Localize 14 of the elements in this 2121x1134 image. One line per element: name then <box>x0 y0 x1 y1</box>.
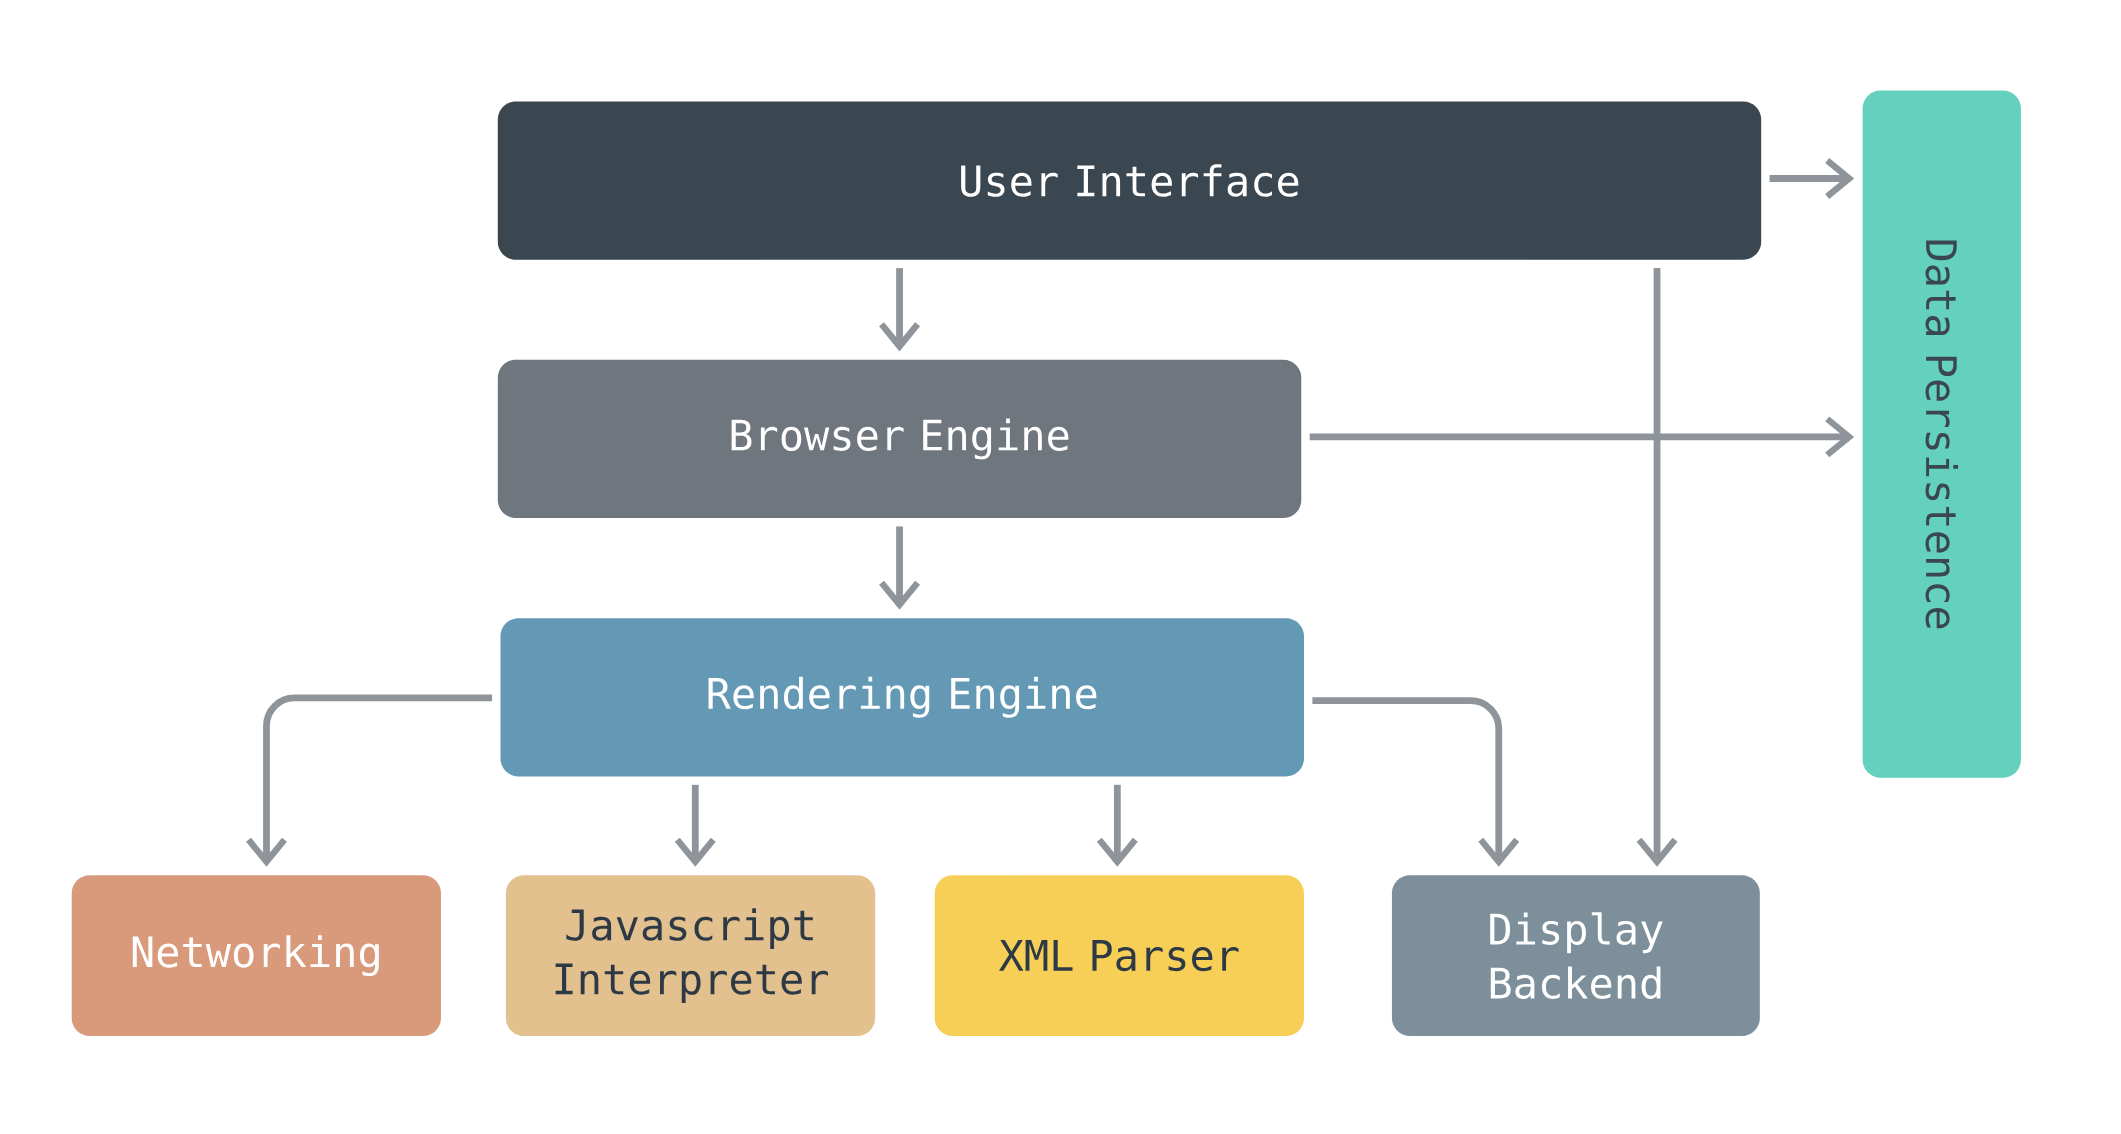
component-box: Javascript Interpreter <box>505 875 876 1037</box>
component-box: XML Parser <box>934 875 1304 1037</box>
interface-box: User Interface <box>497 101 1762 260</box>
component-box: Networking <box>71 875 441 1037</box>
engine-box: Browser Engine <box>497 360 1302 519</box>
arrow <box>1309 416 1855 458</box>
arrow <box>1769 158 1855 200</box>
engine-box: Rendering Engine <box>500 618 1304 777</box>
storage-bar: Data Persistence <box>1862 90 2021 778</box>
arrow <box>879 526 920 610</box>
arrow <box>1096 785 1138 867</box>
arrow <box>246 694 493 867</box>
component-box: Display Backend <box>1391 875 1760 1037</box>
arrow <box>674 785 716 867</box>
